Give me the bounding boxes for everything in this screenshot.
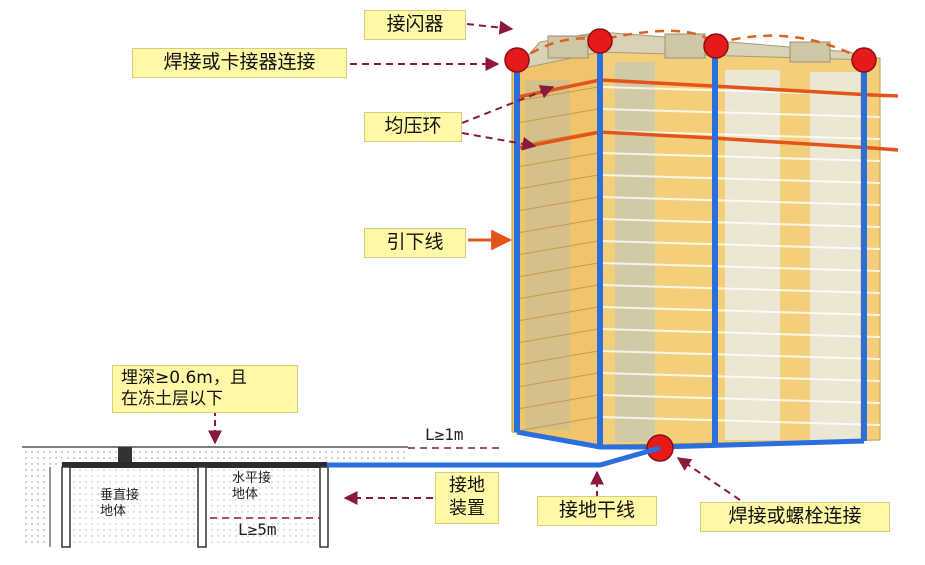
grounding-device-line-1: 接地: [449, 475, 485, 496]
floor-line: [599, 108, 881, 118]
trench-soil: [70, 467, 200, 547]
label-burial-depth: 埋深≥0.6m，且 在冻土层以下: [112, 365, 298, 413]
floor-line: [599, 284, 881, 294]
grounding-device-line-2: 装置: [449, 497, 485, 519]
down-conductors: [514, 42, 867, 450]
window-column: [525, 80, 570, 430]
grounding-trunk-line: [327, 445, 661, 468]
floor-line: [599, 218, 881, 228]
label-weld-or-bolt: 焊接或螺栓连接: [700, 502, 890, 532]
soil-left: [22, 467, 50, 547]
roof-structure: [547, 35, 589, 59]
arrow-weld-or-bolt: [676, 457, 741, 501]
label-equalizing-ring: 均压环: [364, 112, 462, 142]
label-down-conductor: 引下线: [364, 228, 466, 258]
floor-line: [516, 218, 599, 234]
floor-line: [599, 416, 881, 426]
arrow-equalizing-ring-lower: [461, 132, 537, 151]
floor-line: [599, 152, 881, 162]
burial-depth-line-1: 埋深≥0.6m，且: [121, 368, 247, 388]
floor-line: [516, 108, 599, 124]
label-weld-or-clamp: 焊接或卡接器连接: [132, 48, 347, 78]
lightning-arrester-wire: [516, 29, 861, 64]
floor-line: [599, 372, 881, 382]
floor-line: [599, 196, 881, 206]
floor-line: [516, 284, 599, 300]
label-grounding-device: 接地 装置: [435, 472, 499, 524]
roof-structure: [789, 41, 831, 63]
building: [511, 31, 881, 446]
floor-line: [516, 262, 599, 278]
arrow-lightning-arrester: [466, 20, 514, 35]
floor-line: [516, 196, 599, 212]
vertical-electrode: [61, 466, 71, 548]
connection-point: [587, 28, 613, 54]
floor-line: [599, 130, 881, 140]
label-horizontal-electrode: 水平接 地体: [232, 471, 271, 504]
floor-line: [516, 394, 599, 410]
balcony-column: [810, 72, 860, 440]
vertical-electrode-line-1: 垂直接: [100, 488, 140, 503]
floor-line: [599, 350, 881, 360]
arrow-equalizing-ring-upper: [461, 85, 555, 124]
floor-line: [516, 416, 599, 432]
label-spacing-five: L≥5m: [238, 520, 277, 539]
label-lightning-arrester: 接闪器: [364, 10, 466, 40]
label-vertical-electrode: 垂直接 地体: [100, 488, 139, 521]
floor-line: [516, 350, 599, 366]
bottom-connector: [516, 429, 865, 450]
floor-line: [599, 262, 881, 272]
label-grounding-trunk: 接地干线: [537, 496, 657, 526]
floor-line: [516, 328, 599, 344]
label-spacing-one: L≥1m: [425, 425, 464, 444]
floor-line: [516, 240, 599, 256]
floor-line: [516, 372, 599, 388]
floor-line: [516, 152, 599, 168]
connection-point: [504, 47, 530, 73]
roof-structure: [664, 33, 706, 59]
floor-line: [599, 328, 881, 338]
connection-point: [851, 47, 877, 73]
floor-line: [599, 306, 881, 316]
connection-point: [703, 33, 729, 59]
burial-depth-line-2: 在冻土层以下: [121, 389, 223, 410]
floor-line: [599, 174, 881, 184]
floor-line: [599, 394, 881, 404]
floor-line: [516, 306, 599, 322]
horizontal-electrode-line-1: 水平接: [232, 471, 272, 486]
connection-points: [504, 28, 877, 462]
floor-line: [516, 174, 599, 190]
vertical-electrode: [197, 466, 207, 548]
arrows: [208, 20, 741, 505]
building-floors: [516, 86, 881, 432]
floor-line: [516, 86, 599, 102]
vertical-electrode-line-2: 地体: [100, 504, 127, 520]
floor-line: [599, 240, 881, 250]
vertical-electrode: [319, 466, 329, 548]
ground-section: [22, 445, 661, 548]
horizontal-electrode-line-2: 地体: [232, 487, 259, 503]
horizontal-electrode-bar: [62, 462, 327, 468]
window-column: [615, 62, 655, 442]
trench-soil: [210, 467, 320, 547]
balcony-column: [725, 70, 780, 440]
